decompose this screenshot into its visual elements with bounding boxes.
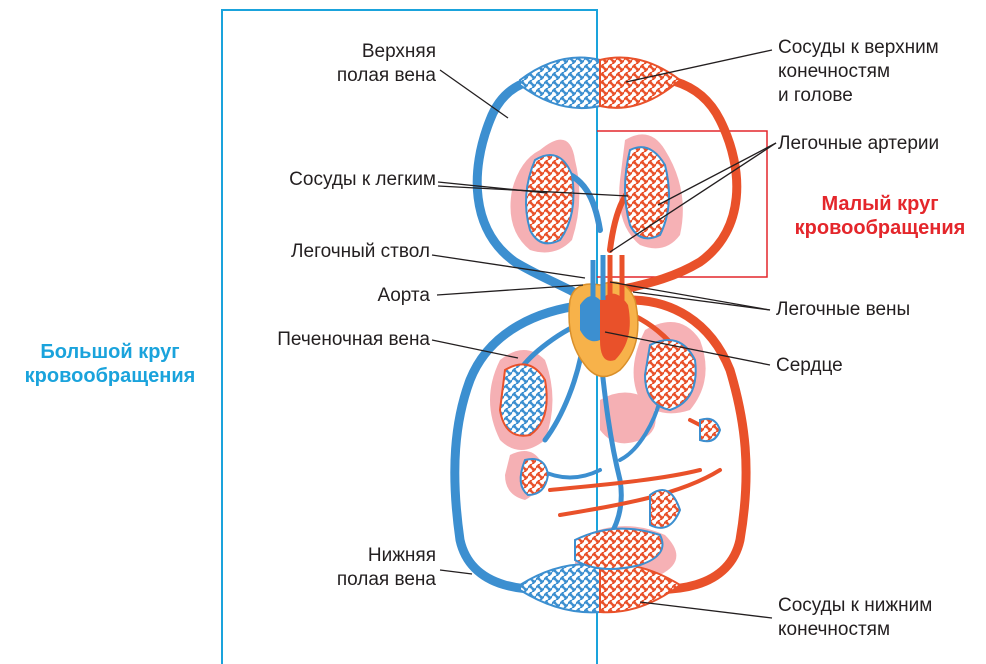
label-pulmonary-veins: Легочные вены [776, 298, 976, 322]
pulmonary-circulation-title: Малый круг кровообращения [776, 192, 984, 240]
label-heart: Сердце [776, 354, 976, 378]
label-pulmonary-arteries: Легочные артерии [778, 132, 978, 156]
systemic-circulation-title: Большой круг кровообращения [4, 340, 216, 388]
label-lower-limb-vessels: Сосуды к нижним конечностям [778, 594, 978, 642]
label-hepatic-vein: Печеночная вена [226, 328, 430, 352]
label-lung-vessels: Сосуды к легким [226, 168, 436, 192]
label-inferior-vena-cava: Нижняя полая вена [260, 544, 436, 592]
label-upper-limb-vessels: Сосуды к верхним конечностям и голове [778, 36, 978, 108]
label-superior-vena-cava: Верхняя полая вена [260, 40, 436, 88]
heart [569, 255, 638, 376]
label-aorta: Аорта [300, 284, 430, 308]
label-pulmonary-trunk: Легочный ствол [226, 240, 430, 264]
